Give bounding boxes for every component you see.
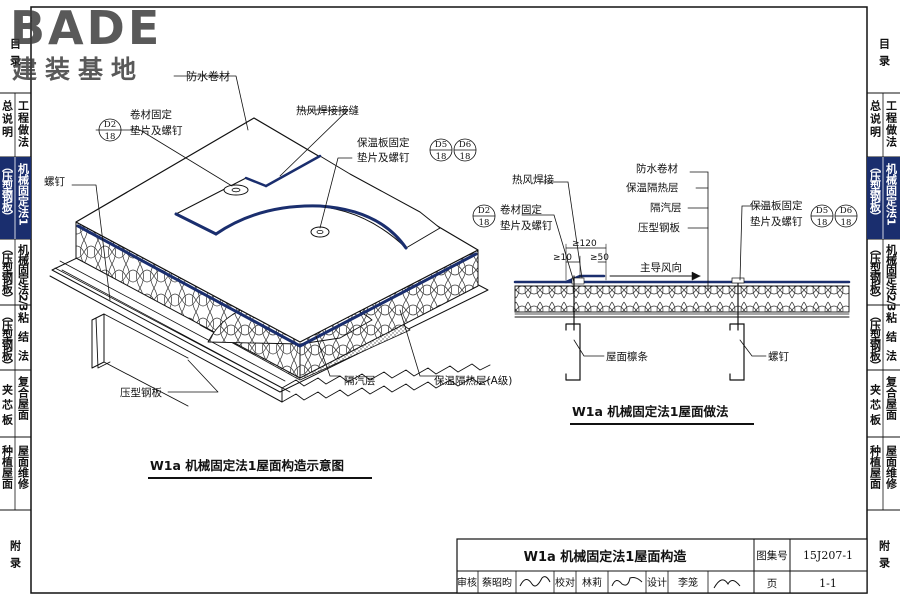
iso-label-baowen-gd-b: 垫片及螺钉 [357, 151, 410, 164]
iso-ref-d2-bot: 18 [105, 132, 116, 142]
left-tab-gongcheng[interactable]: 工程做法 [17, 100, 31, 148]
iso-label-baowen: 保温隔热层(A级) [434, 374, 512, 387]
right-tab-mf23-a[interactable]: 机械固定法2/3 [885, 243, 898, 311]
iso-ref-d5-top: D5 [435, 140, 447, 150]
right-tab-active-bg [867, 157, 900, 239]
right-tab-mf23-b[interactable]: （压型钢板） [869, 243, 883, 303]
right-tab-jiaxin[interactable]: 夹芯板 [869, 383, 882, 429]
iso-caption: W1a 机械固定法1屋面构造示意图 [150, 458, 344, 473]
iso-label-fangshui: 防水卷材 [186, 69, 230, 83]
sect-label-refeng: 热风焊接 [512, 173, 554, 186]
title-block-atlas-label: 图集号 [756, 549, 788, 562]
left-tab-mf1-a[interactable]: 机械固定法1 [17, 162, 30, 226]
sect-dim-10: ≥10 [553, 253, 572, 263]
iso-label-yaxing: 压型钢板 [120, 386, 162, 399]
iso-ref-d6-top: D6 [459, 140, 471, 150]
sect-label-yaxing: 压型钢板 [638, 221, 680, 234]
left-tab-weixiu[interactable]: 屋面维修 [17, 445, 31, 490]
sect-label-baowen: 保温隔热层 [626, 181, 679, 194]
sect-label-juancai-a: 卷材固定 [500, 203, 542, 216]
iso-label-baowen-gd-a: 保温板固定 [357, 136, 410, 149]
sect-label-baowen-gd-b: 垫片及螺钉 [750, 215, 803, 228]
iso-label-luoding: 螺钉 [44, 176, 65, 188]
left-tab-mulu[interactable]: 目录 [9, 38, 22, 72]
iso-ref-d5-bot: 18 [436, 152, 447, 162]
title-block-jiaodui: 校对 [555, 576, 575, 589]
sect-label-juancai-b: 垫片及螺钉 [500, 219, 553, 232]
iso-ref-d2-top: D2 [104, 120, 116, 130]
sect-label-lintiao: 屋面檩条 [606, 350, 648, 363]
sheet-border [30, 6, 868, 594]
sect-label-wind: 主导风向 [640, 261, 682, 274]
sect-dim-120: ≥120 [572, 239, 597, 249]
title-block-shenhe-name: 蔡昭昀 [482, 576, 512, 589]
iso-label-juancai-b: 垫片及螺钉 [130, 124, 183, 137]
iso-label-gegi: 隔汽层 [344, 374, 376, 387]
section-insulation [514, 285, 850, 313]
title-block-text: W1a 机械固定法1屋面构造 图集号 15J207-1 审核 蔡昭昀 校对 林莉… [457, 549, 853, 590]
right-tab-column: 目录 总说明 工程做法 机械固定法1 （压型钢板） 机械固定法2/3 （压型钢板… [867, 38, 900, 574]
right-tab-nianjie-a[interactable]: 粘结法 [885, 311, 899, 369]
title-block-page: 1-1 [819, 577, 837, 590]
section-caption: W1a 机械固定法1屋面做法 [572, 404, 729, 419]
iso-label-juancai-a: 卷材固定 [130, 108, 172, 121]
right-tab-zongshuoming[interactable]: 总说明 [869, 99, 882, 139]
right-tab-mf1-b[interactable]: （压型钢板） [869, 161, 883, 221]
section-drawing [472, 171, 858, 381]
sect-label-gegi: 隔汽层 [650, 201, 682, 214]
sect-label-fangshui: 防水卷材 [636, 162, 678, 175]
iso-labels: 防水卷材 卷材固定 垫片及螺钉 热风焊接接缝 保温板固定 垫片及螺钉 螺钉 压型… [44, 69, 512, 479]
isometric-drawing [49, 75, 491, 407]
membrane-top [75, 117, 479, 343]
iso-label-refeng: 热风焊接接缝 [296, 104, 359, 117]
right-tab-mf1-a[interactable]: 机械固定法1 [885, 162, 898, 226]
right-tab-weixiu[interactable]: 屋面维修 [885, 445, 899, 490]
title-block-shenhe: 审核 [457, 576, 477, 589]
right-tab-fulu[interactable]: 附录 [878, 539, 891, 574]
title-block-sheji: 设计 [647, 576, 667, 589]
title-block-jiaodui-name: 林莉 [582, 576, 602, 589]
left-tab-fulu[interactable]: 附录 [9, 539, 22, 574]
right-tab-mulu[interactable]: 目录 [878, 38, 891, 72]
sect-label-baowen-gd-a: 保温板固定 [750, 199, 803, 212]
left-tab-nianjie-b[interactable]: （压型钢板） [1, 310, 15, 370]
right-tab-nianjie-b[interactable]: （压型钢板） [869, 310, 883, 370]
left-tab-column: 目录 总说明 工程做法 机械固定法1 （压型钢板） 机械固定法2/3 （压型钢板… [0, 38, 31, 574]
left-tab-nianjie-a[interactable]: 粘结法 [17, 311, 31, 369]
left-tab-mf1-b[interactable]: （压型钢板） [1, 161, 15, 221]
left-tab-zongshuoming[interactable]: 总说明 [1, 99, 14, 139]
sect-ref-d6-bot: 18 [841, 218, 852, 228]
sect-ref-d2-bot: 18 [479, 218, 490, 228]
title-block-ye: 页 [767, 578, 778, 590]
sect-ref-d2-top: D2 [478, 206, 490, 216]
title-block [456, 538, 868, 594]
left-tab-mf23-a[interactable]: 机械固定法2/3 [17, 243, 30, 311]
right-tab-fuhe[interactable]: 复合屋面 [885, 375, 899, 421]
left-tab-active-bg [0, 157, 31, 239]
left-tab-jiaxin[interactable]: 夹芯板 [1, 383, 14, 429]
iso-ref-d6-bot: 18 [460, 152, 471, 162]
left-tab-mf23-b[interactable]: （压型钢板） [1, 243, 15, 303]
sect-ref-d5-bot: 18 [817, 218, 828, 228]
sect-dim-50: ≥50 [590, 253, 609, 263]
title-block-sheji-name: 李笼 [678, 576, 698, 589]
sect-ref-d6-top: D6 [840, 206, 852, 216]
sect-label-luoding: 螺钉 [768, 351, 789, 363]
right-tab-zhongzhi[interactable]: 种植屋面 [869, 444, 883, 490]
title-block-atlas-no: 15J207-1 [803, 549, 853, 562]
section-labels: 热风焊接 卷材固定 垫片及螺钉 防水卷材 保温隔热层 隔汽层 压型钢板 保温板固… [478, 162, 852, 425]
sect-ref-d5-top: D5 [816, 206, 828, 216]
right-tab-gongcheng[interactable]: 工程做法 [885, 100, 899, 148]
left-tab-zhongzhi[interactable]: 种植屋面 [1, 444, 15, 490]
title-block-title: W1a 机械固定法1屋面构造 [524, 549, 688, 565]
left-tab-fuhe[interactable]: 复合屋面 [17, 375, 31, 421]
